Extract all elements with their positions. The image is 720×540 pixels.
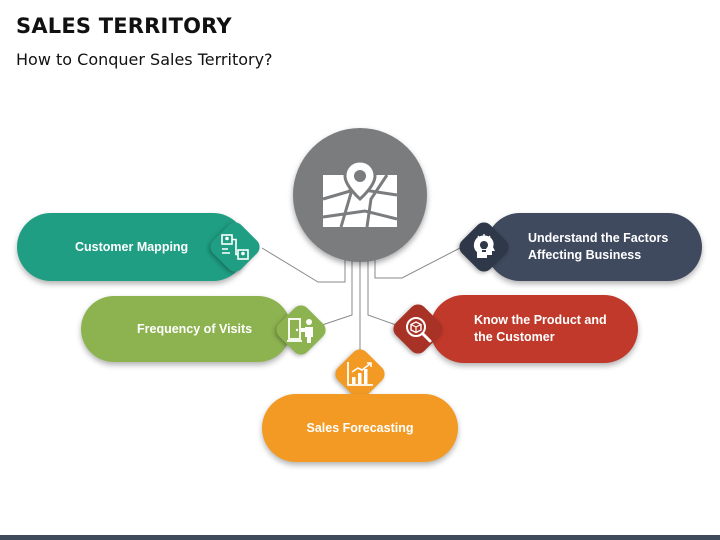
connector-frequency [321, 258, 353, 326]
label-customer-mapping: Customer Mapping [75, 239, 189, 254]
customer-mapping-icon [215, 227, 255, 267]
bar-chart-growth-icon [340, 354, 380, 394]
pill-know-product-customer: Know the Product and the Customer [430, 295, 638, 363]
hub-circle [293, 128, 427, 262]
pill-understand-factors: Understand the Factors Affecting Busines… [486, 213, 702, 281]
product-search-icon [398, 309, 438, 349]
pill-frequency-of-visits: Frequency of Visits [81, 296, 291, 362]
map-location-icon [322, 159, 398, 228]
label-understand-line1: Understand the Factors [528, 231, 669, 245]
pill-customer-mapping: Customer Mapping [17, 213, 247, 281]
label-know-product-line1: Know the Product and [474, 313, 607, 327]
label-understand-line2: Affecting Business [528, 248, 642, 262]
label-know-product-line2: the Customer [474, 330, 555, 344]
label-frequency-of-visits: Frequency of Visits [137, 321, 253, 336]
pill-sales-forecasting: Sales Forecasting [262, 394, 458, 462]
label-sales-forecasting: Sales Forecasting [306, 420, 414, 435]
connector-customer-mapping [261, 247, 346, 283]
footer-bar [0, 535, 720, 540]
lightbulb-head-icon [464, 227, 504, 267]
connector-know-product [367, 258, 397, 326]
page-subtitle: How to Conquer Sales Territory? [16, 50, 273, 69]
page-title: SALES TERRITORY [16, 14, 232, 38]
connector-understand [374, 247, 461, 279]
door-visit-icon [281, 310, 321, 350]
